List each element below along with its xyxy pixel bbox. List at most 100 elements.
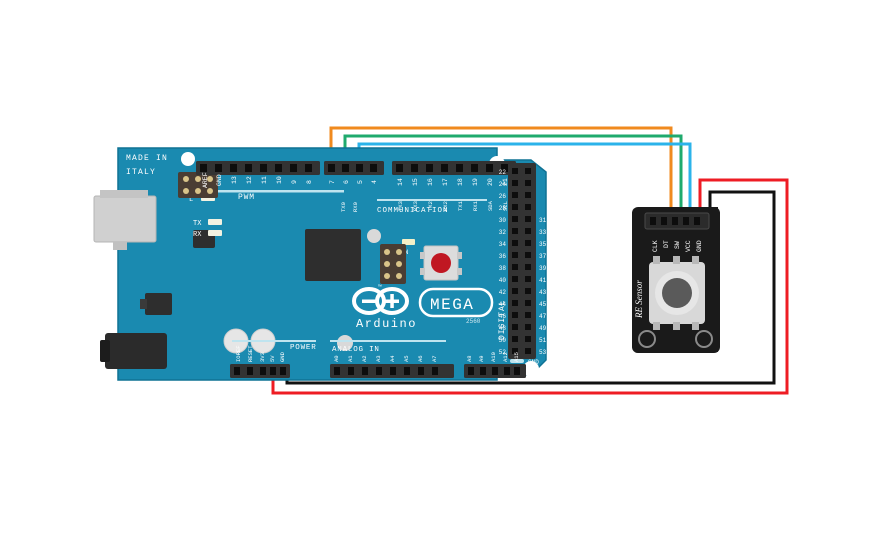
svg-text:40: 40 — [499, 277, 507, 284]
sensor-pin-labels: CLK DT SW VCC GND — [652, 240, 703, 252]
svg-text:DT: DT — [663, 240, 670, 248]
rx-led — [208, 230, 222, 236]
svg-text:46: 46 — [499, 313, 507, 320]
analog-silk-line — [330, 340, 446, 342]
svg-text:26: 26 — [499, 193, 507, 200]
made-in-label-line2: ITALY — [126, 168, 156, 177]
arduino-logo: ™ — [352, 284, 409, 315]
svg-text:38: 38 — [499, 265, 507, 272]
digital-header-22-53[interactable] — [508, 163, 536, 359]
on-led — [402, 239, 415, 245]
trademark-symbol: ™ — [378, 284, 382, 291]
power-pin-labels: IOREF RESET 3V3 5V GND — [235, 345, 286, 362]
svg-text:TX3: TX3 — [397, 201, 404, 211]
brand-label: Arduino — [356, 317, 417, 331]
svg-text:RX1: RX1 — [472, 200, 479, 211]
svg-text:11: 11 — [261, 176, 268, 184]
encoder-knob[interactable] — [662, 278, 692, 308]
encoder-tab — [673, 322, 680, 330]
sensor-mounting-hole — [638, 330, 656, 348]
icsp-header[interactable] — [380, 244, 406, 284]
svg-text:VCC: VCC — [685, 240, 692, 252]
comm-silk-line — [377, 199, 487, 201]
model-label: MEGA — [430, 296, 474, 314]
top-header-labels: AREF GND 13 12 11 10 9 8 7 6 5 4 — [202, 172, 378, 188]
svg-text:10: 10 — [276, 176, 283, 184]
arduino-mega-board[interactable]: MADE IN ITALY TX RX L — [93, 147, 547, 381]
svg-text:A3: A3 — [375, 355, 382, 362]
mounting-hole — [367, 229, 381, 243]
svg-text:20: 20 — [487, 178, 494, 186]
svg-text:A2: A2 — [361, 355, 368, 362]
sensor-header-sockets — [650, 217, 700, 225]
encoder-tab — [692, 256, 699, 264]
header-pin-sockets — [200, 164, 508, 172]
re-sensor-module[interactable]: CLK DT SW VCC GND RE Sensor — [632, 207, 720, 353]
encoder-tab — [673, 256, 680, 264]
svg-text:30: 30 — [499, 217, 507, 224]
gnd-silk-mark — [510, 359, 524, 363]
svg-text:SCL: SCL — [502, 201, 509, 211]
svg-text:48: 48 — [499, 325, 507, 332]
sensor-label: RE Sensor — [634, 280, 644, 319]
digital-header-sockets — [512, 168, 531, 354]
svg-text:GND: GND — [696, 240, 703, 252]
svg-text:A15: A15 — [513, 352, 520, 362]
svg-text:RX2: RX2 — [442, 201, 449, 211]
rx-led-label: RX — [193, 231, 202, 239]
svg-text:15: 15 — [412, 178, 419, 186]
svg-text:43: 43 — [539, 289, 547, 296]
svg-text:47: 47 — [539, 313, 547, 320]
mega-badge-outline — [418, 287, 494, 318]
reset-button[interactable] — [420, 245, 462, 281]
svg-text:A9: A9 — [478, 355, 485, 362]
svg-text:21: 21 — [502, 178, 509, 186]
svg-text:5: 5 — [357, 180, 364, 184]
digital-gnd-label: GND — [528, 359, 539, 366]
regulator-tab — [140, 299, 147, 309]
icsp2-header[interactable] — [178, 172, 218, 198]
svg-text:A7: A7 — [431, 355, 438, 362]
svg-text:A6: A6 — [417, 355, 424, 362]
svg-text:6: 6 — [343, 180, 350, 184]
svg-text:45: 45 — [539, 301, 547, 308]
model-number-label: 2560 — [466, 318, 481, 325]
svg-text:28: 28 — [499, 205, 507, 212]
svg-text:24: 24 — [499, 181, 507, 188]
top-digital-header-right[interactable] — [324, 161, 384, 175]
sensor-mounting-hole — [695, 330, 713, 348]
svg-text:AREF: AREF — [202, 172, 209, 188]
svg-text:51: 51 — [539, 337, 547, 344]
encoder-tab — [653, 322, 660, 330]
l-led-label: L — [189, 196, 193, 204]
mounting-hole — [523, 361, 539, 377]
svg-text:A10: A10 — [490, 352, 497, 362]
svg-text:53: 53 — [539, 349, 547, 356]
usb-b-connector — [93, 190, 157, 250]
comm-header[interactable] — [392, 161, 516, 175]
svg-text:32: 32 — [499, 229, 507, 236]
mounting-hole — [337, 335, 353, 351]
svg-text:36: 36 — [499, 253, 507, 260]
digital-section-label: DIGITAL — [498, 299, 507, 340]
svg-text:31: 31 — [539, 217, 547, 224]
svg-text:52: 52 — [499, 349, 507, 356]
made-in-label-line1: MADE IN — [126, 154, 168, 163]
svg-text:9: 9 — [291, 180, 298, 184]
power-silk-line — [232, 340, 316, 342]
svg-text:SW: SW — [674, 241, 681, 249]
svg-text:19: 19 — [472, 178, 479, 186]
svg-text:37: 37 — [539, 253, 547, 260]
svg-text:CLK: CLK — [652, 240, 659, 252]
svg-text:22: 22 — [499, 169, 507, 176]
top-digital-header-left[interactable] — [196, 161, 320, 175]
svg-text:42: 42 — [499, 289, 507, 296]
svg-text:5V: 5V — [269, 355, 276, 362]
svg-text:44: 44 — [499, 301, 507, 308]
svg-text:7: 7 — [329, 180, 336, 184]
mounting-hole — [181, 152, 195, 166]
encoder-tab — [653, 256, 660, 264]
svg-text:4: 4 — [371, 180, 378, 184]
